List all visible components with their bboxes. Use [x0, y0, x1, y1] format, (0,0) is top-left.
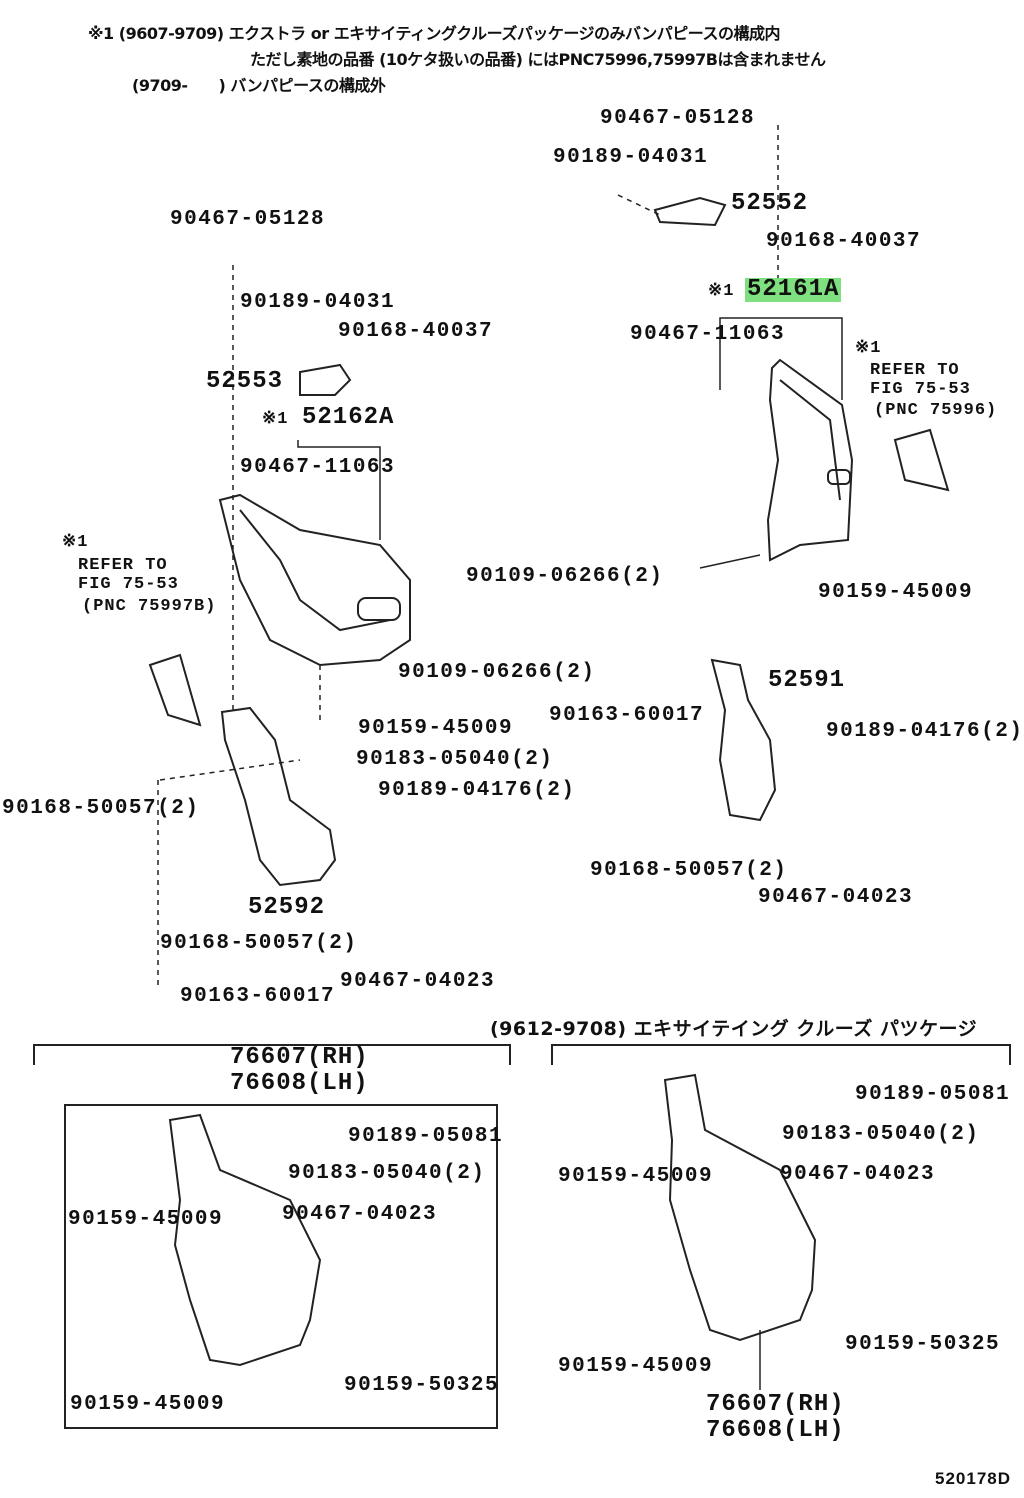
- note-marker: ※1: [262, 410, 289, 429]
- part-label-highlighted[interactable]: 52161A: [745, 276, 842, 303]
- part-label[interactable]: 90189-05081: [855, 1083, 1011, 1106]
- part-label[interactable]: 90467-11063: [630, 323, 786, 346]
- part-label[interactable]: 52553: [206, 368, 284, 395]
- part-label[interactable]: 90467-04023: [780, 1163, 936, 1186]
- note-line-3: (9709- ) バンパピースの構成外: [132, 76, 386, 95]
- note-line-1: ※1 (9607-9709) エクストラ or エキサイティングクルーズパッケー…: [88, 24, 781, 43]
- part-label[interactable]: 90159-45009: [70, 1393, 226, 1416]
- mud-guard-52591: [710, 658, 777, 822]
- part-label[interactable]: 52591: [768, 667, 846, 694]
- part-label[interactable]: 90163-60017: [549, 704, 705, 727]
- part-label[interactable]: 90467-04023: [758, 886, 914, 909]
- part-label[interactable]: 90159-45009: [818, 581, 974, 604]
- section-title: (9612-9708) エキサイテイング クルーズ パツケージ: [490, 1018, 978, 1040]
- part-label[interactable]: 90189-04176(2): [826, 720, 1024, 743]
- mudflap-left: [168, 1113, 322, 1367]
- part-label[interactable]: 90189-04176(2): [378, 779, 576, 802]
- part-label[interactable]: 90109-06266(2): [466, 565, 664, 588]
- part-label[interactable]: 76607(RH): [230, 1044, 369, 1071]
- part-label[interactable]: 90168-50057(2): [590, 859, 788, 882]
- part-label[interactable]: 52162A: [302, 404, 395, 431]
- bumper-piece-52162a: [218, 493, 411, 667]
- refer-pnc: (PNC 75997B): [82, 597, 217, 616]
- note-line-2: ただし素地の品番 (10ケタ扱いの品番) にはPNC75996,75997Bは含…: [250, 50, 826, 69]
- part-label[interactable]: 90183-05040(2): [782, 1123, 980, 1146]
- part-label[interactable]: 90467-04023: [282, 1203, 438, 1226]
- part-label[interactable]: 76607(RH): [706, 1391, 845, 1418]
- part-label[interactable]: 90467-05128: [600, 107, 756, 130]
- note-marker: ※1: [708, 282, 735, 301]
- part-label[interactable]: 90168-40037: [766, 230, 922, 253]
- part-label[interactable]: 52592: [248, 894, 326, 921]
- note-marker: ※1: [62, 533, 89, 552]
- part-label[interactable]: 90467-11063: [240, 456, 396, 479]
- figure-id: 520178D: [935, 1469, 1012, 1488]
- part-label[interactable]: 90159-50325: [344, 1374, 500, 1397]
- part-label[interactable]: 76608(LH): [706, 1417, 845, 1444]
- part-label[interactable]: 90183-05040(2): [356, 748, 554, 771]
- part-label[interactable]: 90168-40037: [338, 320, 494, 343]
- part-label[interactable]: 90189-04031: [553, 146, 709, 169]
- part-label[interactable]: 90159-45009: [358, 717, 514, 740]
- part-label[interactable]: 52552: [731, 190, 809, 217]
- mud-guard-52592: [220, 706, 337, 887]
- part-label[interactable]: 90163-60017: [180, 985, 336, 1008]
- part-label[interactable]: 76608(LH): [230, 1070, 369, 1097]
- note-marker: ※1: [855, 339, 882, 358]
- part-label[interactable]: 90189-05081: [348, 1125, 504, 1148]
- part-label[interactable]: 90183-05040(2): [288, 1162, 486, 1185]
- part-label[interactable]: 90159-45009: [558, 1165, 714, 1188]
- part-label[interactable]: 90467-05128: [170, 208, 326, 231]
- part-label[interactable]: 90109-06266(2): [398, 661, 596, 684]
- part-label[interactable]: 90168-50057(2): [2, 797, 200, 820]
- part-label[interactable]: 90467-04023: [340, 970, 496, 993]
- refer-text: REFER TO: [870, 361, 960, 380]
- refer-fig-link[interactable]: FIG 75-53: [78, 575, 179, 594]
- refer-fig-link[interactable]: FIG 75-53: [870, 380, 971, 399]
- part-label[interactable]: 90159-45009: [558, 1355, 714, 1378]
- part-label[interactable]: 90159-50325: [845, 1333, 1001, 1356]
- refer-pnc: (PNC 75996): [874, 401, 998, 420]
- part-label[interactable]: 90159-45009: [68, 1208, 224, 1231]
- mudflap-right: [663, 1073, 817, 1342]
- refer-text: REFER TO: [78, 556, 168, 575]
- part-label[interactable]: 90168-50057(2): [160, 932, 358, 955]
- bumper-piece-52161a: [766, 358, 854, 562]
- part-label[interactable]: 90189-04031: [240, 291, 396, 314]
